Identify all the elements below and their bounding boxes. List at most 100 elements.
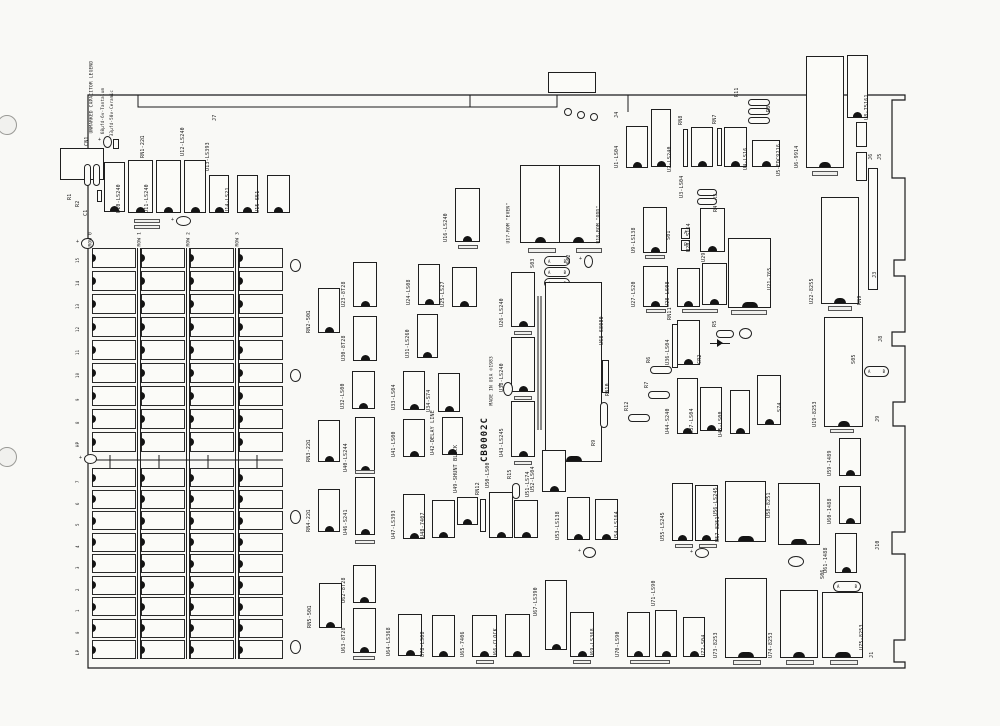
part-u18-label: U18-ROM "ODD"	[596, 205, 602, 243]
part-r8	[748, 108, 770, 115]
part-u50	[489, 492, 513, 538]
memory-chip-row3-bit2	[239, 575, 283, 595]
part-u6-label: U6-9914	[794, 145, 800, 168]
part-u51	[514, 500, 538, 538]
part-u10-pin1-notch	[136, 207, 145, 212]
cpu-bus-trace	[537, 296, 542, 430]
part-s74-chip-label: S74	[777, 402, 783, 412]
part-u57-label: U57-8251	[715, 516, 721, 542]
memory-bit-label-hi-9: 9	[75, 398, 80, 401]
part-u1-label: U1-LS04	[614, 145, 620, 168]
part-u16-label: U16-LS240	[443, 213, 449, 242]
board-edge	[87, 94, 906, 669]
part-r9	[600, 402, 608, 428]
part-u26-pin1-notch	[518, 321, 528, 326]
part-rn8-label: RN8	[678, 115, 684, 125]
memory-chip-row0-bit5	[92, 511, 136, 530]
memory-chip-notch	[141, 323, 145, 331]
part-r6-label: R6	[646, 356, 652, 363]
memory-bit-label-lo-7: 7	[75, 480, 80, 483]
part-rn2-pin1-notch	[324, 327, 334, 332]
memory-chip-row2-bit5	[190, 511, 234, 530]
s05-pos-b: B	[882, 369, 885, 374]
part-u10	[128, 160, 153, 213]
part-u58	[778, 483, 820, 545]
part-u48-pin1-notch	[439, 532, 448, 537]
part-u32	[352, 371, 375, 409]
memory-chip-notch	[190, 602, 194, 611]
part-u33-label: U33-LS04	[391, 384, 397, 410]
part-jr1	[856, 122, 867, 147]
memory-bit-label-lo-3: 3	[75, 566, 80, 569]
memory-chip-notch	[239, 473, 243, 482]
part-u68-cpu	[545, 282, 602, 462]
part-u65-label: U65-7406	[460, 631, 466, 657]
part-u13-pin1-notch	[214, 207, 224, 212]
part-u48-label: U48-7407	[420, 512, 426, 538]
memory-chip-row1-bit9	[141, 386, 185, 406]
part-u45-label: U45-LS00	[718, 411, 724, 437]
part-u73-pin1-notch	[738, 652, 754, 657]
part-u43	[511, 401, 535, 457]
part-u58-label: U58-8251	[766, 492, 772, 518]
memory-chip-row0-bit11	[92, 340, 136, 360]
part-u78-label: U78-LS08	[420, 631, 426, 657]
part-cap-b	[579, 255, 593, 268]
part-u23-label: U23-8T28	[341, 281, 347, 307]
part-u68-cpu-label: U68-68000	[599, 316, 605, 345]
part-u2-pin1-notch	[656, 161, 666, 166]
memory-chip-notch	[92, 581, 96, 589]
part-cap-p	[590, 113, 598, 121]
memory-chip-row0-bit10	[92, 363, 136, 383]
memory-chip-notch	[239, 538, 243, 546]
memory-chip-notch	[239, 254, 243, 262]
memory-chip-row3-bit3	[239, 554, 283, 573]
part-st14	[682, 309, 718, 313]
part-u40-label: U40-LS244	[343, 443, 349, 472]
memory-chip-notch	[239, 602, 243, 611]
memory-chip-row3-bitLP	[239, 640, 283, 659]
part-u25-label: U25-LS27	[440, 281, 446, 307]
part-u55-label: U55-LS245	[660, 512, 666, 541]
memory-chip-row2-bit4	[190, 532, 234, 552]
part-st13	[646, 309, 666, 313]
part-u59-label: U59-1489	[827, 450, 833, 476]
part-u71-label: U71-LS90	[651, 580, 657, 606]
memory-chip-notch	[239, 346, 243, 354]
memory-chip-notch	[239, 559, 243, 568]
memory-chip-notch	[141, 346, 145, 354]
memory-chip-notch	[190, 300, 194, 308]
part-u60-label: U60-1488	[827, 498, 833, 524]
memory-chip-row0-bitHP	[92, 432, 136, 452]
part-u27	[643, 266, 668, 307]
memory-chip-notch	[239, 415, 243, 423]
memory-bit-label-hi-15: 15	[75, 257, 80, 263]
part-st15	[731, 310, 767, 315]
part-st21	[830, 660, 858, 665]
part-u68-cpu-pin1-notch	[565, 456, 582, 461]
part-u49-label: U49-SHUNT BLOCK	[453, 444, 459, 493]
memory-chip-notch	[141, 438, 145, 446]
connector-j7-bracket	[137, 95, 558, 108]
part-c1-label: C1	[83, 209, 89, 216]
part-u11-label: U11-LS240	[144, 184, 150, 213]
part-st19	[733, 660, 761, 665]
memory-bus-line	[137, 248, 138, 659]
part-u24-label: U24-LS08	[406, 279, 412, 305]
part-rom-divider	[559, 166, 560, 242]
part-u78	[432, 615, 455, 657]
part-rn4-label: RN4-22Ω	[306, 509, 312, 532]
part-rom-notch-1	[535, 237, 546, 243]
part-cn1-label: CN1	[84, 136, 90, 146]
part-u9-pin1-notch	[650, 247, 660, 252]
memory-chip-row2-bit8	[190, 409, 234, 429]
part-u13	[209, 175, 229, 213]
memory-chip-row1-bit3	[141, 554, 185, 573]
part-s01-pos-b: B	[681, 240, 690, 251]
memory-chip-notch	[190, 415, 194, 423]
memory-bus-line	[235, 248, 236, 659]
part-cap-g	[578, 547, 596, 558]
memory-chip-notch	[190, 346, 194, 354]
part-u27-pin1-notch	[651, 301, 660, 306]
